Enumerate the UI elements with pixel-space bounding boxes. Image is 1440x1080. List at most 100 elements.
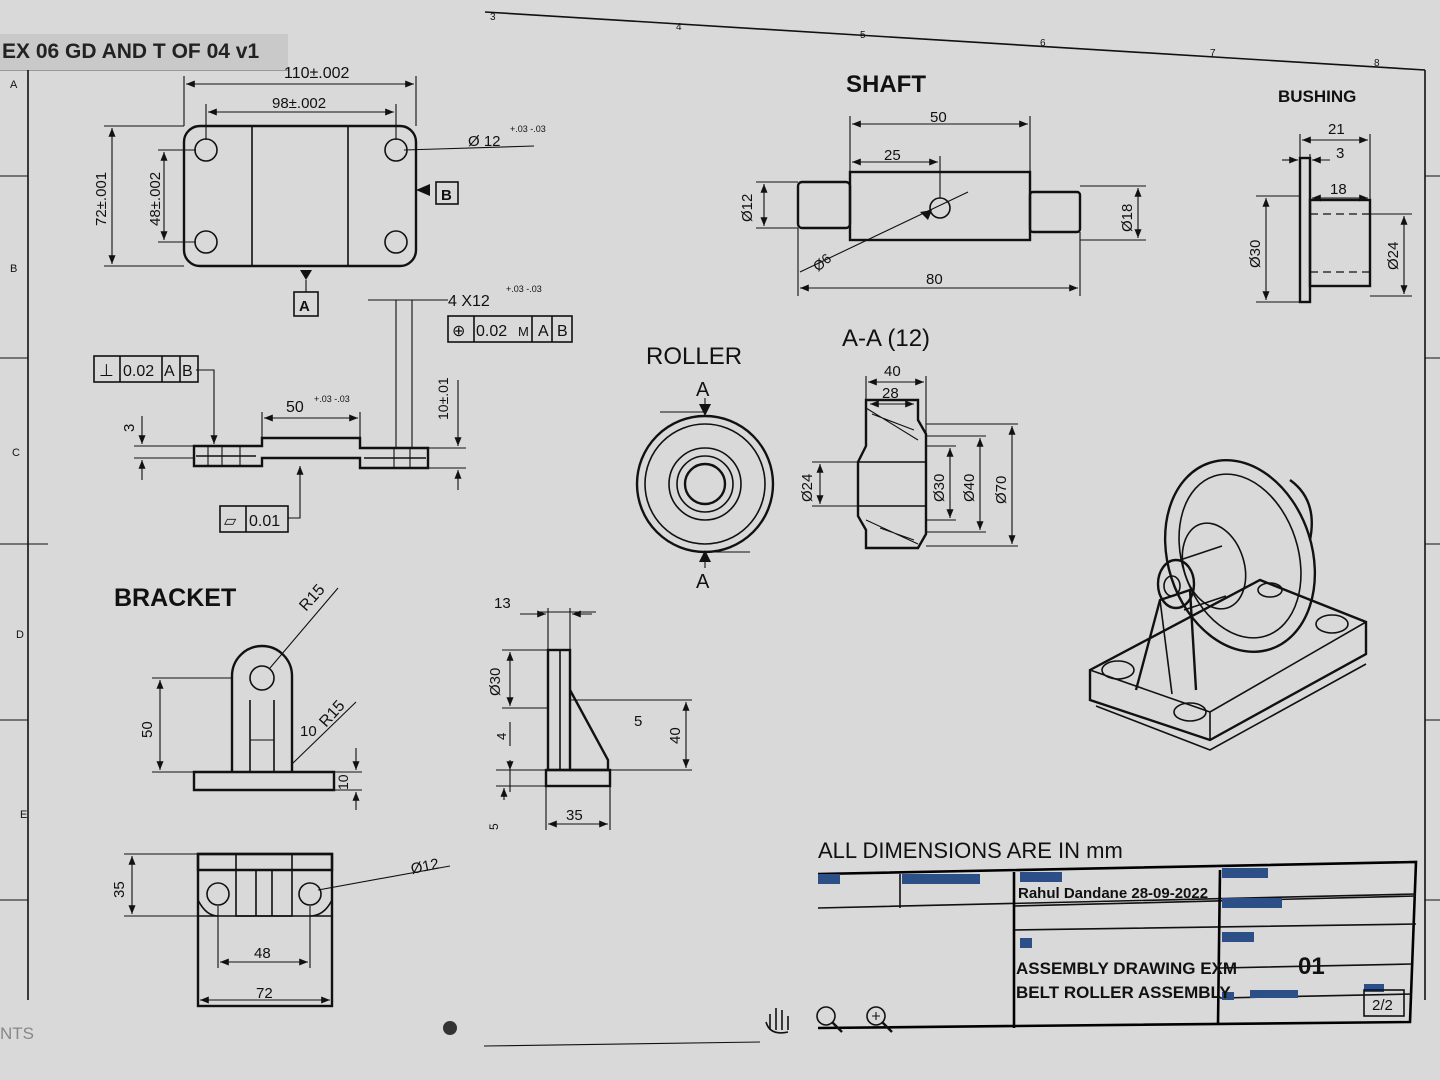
dim-bushing-3: 3 <box>1336 145 1344 162</box>
dim-side-length: 50 <box>286 399 304 416</box>
section-mark-a-bottom: A <box>696 571 710 593</box>
fcf-perp-datum-a: A <box>164 363 175 380</box>
bracket-top-view <box>124 852 451 1008</box>
dim-bushing-dia-24: Ø24 <box>1385 242 1402 270</box>
column-label-3: 3 <box>490 12 496 23</box>
dim-side-height: 10±.01 <box>435 377 451 420</box>
isometric-assembly-view <box>1088 458 1368 751</box>
column-label-5: 5 <box>860 30 866 41</box>
fcf-position-tolerance: 0.02 <box>476 323 507 340</box>
dim-section-28: 28 <box>882 385 899 402</box>
dim-holes-callout: 4 X12 <box>448 293 490 310</box>
dim-base-top-holes: 98±.002 <box>272 95 326 112</box>
dim-bushing-21: 21 <box>1328 121 1345 138</box>
hand-icon[interactable] <box>765 1008 789 1034</box>
units-note: ALL DIMENSIONS ARE IN mm <box>818 838 1123 863</box>
fcf-flatness-symbol: ▱ <box>224 513 237 530</box>
dim-base-hole-tol: +.03 -.03 <box>510 124 546 134</box>
drawing-tab-title[interactable]: EX 06 GD AND T OF 04 v1 <box>0 34 288 71</box>
sheet-border <box>0 11 1440 1000</box>
dim-shaft-dia-6: Ø6 <box>810 250 835 274</box>
view-title-section-aa: A-A (12) <box>842 325 930 352</box>
fcf-position-datum-b: B <box>557 323 568 340</box>
dim-bracket-side-13: 13 <box>494 595 511 612</box>
toolbar-divider <box>483 1041 761 1047</box>
shaft-view <box>756 116 1146 296</box>
title-block-sheet-number: 01 <box>1298 953 1325 980</box>
zoom-window-icon[interactable] <box>866 1006 893 1033</box>
dim-base-hole: Ø 12 <box>468 133 501 150</box>
fcf-position-symbol: ⊕ <box>452 323 465 340</box>
bracket-side-view <box>496 608 692 830</box>
dim-bracket-10-web: 10 <box>300 723 317 740</box>
fcf-perp-tolerance: 0.02 <box>123 363 154 380</box>
dim-bracket-10-base: 10 <box>335 774 351 790</box>
title-block-drawing-line1: ASSEMBLY DRAWING EXM <box>1016 959 1237 978</box>
zone-label-a: A <box>10 79 18 91</box>
zone-label-e: E <box>20 809 27 821</box>
zoom-icon[interactable] <box>816 1006 843 1033</box>
dim-bracket-side-5: 5 <box>634 713 642 730</box>
column-label-7: 7 <box>1210 48 1216 59</box>
bushing-view <box>1256 134 1412 304</box>
column-label-6: 6 <box>1040 38 1046 49</box>
title-block <box>817 860 1418 1030</box>
section-mark-a-top: A <box>696 379 710 401</box>
fcf-flatness-tolerance: 0.01 <box>249 513 280 530</box>
dim-bracket-r15-top: R15 <box>296 581 328 614</box>
column-label-8: 8 <box>1374 58 1380 69</box>
view-title-bracket: BRACKET <box>114 584 236 612</box>
bracket-front-view <box>152 587 362 810</box>
dim-bracket-35: 35 <box>111 881 128 898</box>
dim-bracket-side-35: 35 <box>566 807 583 824</box>
zone-label-b: B <box>10 263 17 275</box>
dim-bracket-side-4: 4 <box>494 733 509 740</box>
dim-bracket-50: 50 <box>139 721 156 738</box>
title-block-sheet-count: 2/2 <box>1372 997 1393 1014</box>
view-title-bushing: BUSHING <box>1278 87 1356 106</box>
fcf-perp-symbol: ⊥ <box>99 361 114 380</box>
dim-base-hole-pitch: 48±.002 <box>147 172 164 226</box>
title-block-drawing-line2: BELT ROLLER ASSEMBLY <box>1016 983 1231 1002</box>
dim-bushing-18: 18 <box>1330 181 1347 198</box>
dim-shaft-dia-12: Ø12 <box>739 194 756 222</box>
dim-bracket-48: 48 <box>254 945 271 962</box>
dim-bracket-dia-12: Ø12 <box>409 855 440 878</box>
dim-side-length-tol: +.03 -.03 <box>314 394 350 404</box>
roller-section-view <box>812 376 1018 550</box>
dim-holes-tol: +.03 -.03 <box>506 284 542 294</box>
title-block-author: Rahul Dandane 28-09-2022 <box>1018 885 1208 902</box>
view-title-shaft: SHAFT <box>846 71 926 98</box>
base-plate-top-view <box>104 76 535 317</box>
dim-shaft-50: 50 <box>930 109 947 126</box>
dim-base-height: 72±.001 <box>93 172 110 226</box>
fcf-position-datum-a: A <box>538 323 549 340</box>
dim-section-dia-70: Ø70 <box>993 476 1010 504</box>
dim-base-top-overall: 110±.002 <box>284 65 350 82</box>
dim-section-dia-40: Ø40 <box>961 474 978 502</box>
datum-a-label: A <box>299 298 310 315</box>
toolbar-left-label: NTS <box>0 1024 34 1043</box>
dim-bracket-side-40: 40 <box>667 727 684 744</box>
fcf-perp-datum-b: B <box>182 363 193 380</box>
zone-label-c: C <box>12 447 20 459</box>
dim-bracket-side-5b: 5 <box>487 823 501 830</box>
column-label-4: 4 <box>676 22 682 33</box>
dim-bracket-r15-bottom: R15 <box>316 697 348 730</box>
dim-section-dia-24: Ø24 <box>799 474 816 502</box>
view-title-roller: ROLLER <box>646 343 742 370</box>
datum-b-label: B <box>441 187 452 204</box>
fcf-position-modifier: M <box>518 324 529 339</box>
dim-bracket-72: 72 <box>256 985 273 1002</box>
navigation-icon[interactable] <box>443 1021 457 1035</box>
dim-shaft-80: 80 <box>926 271 943 288</box>
dim-shaft-dia-18: Ø18 <box>1119 204 1136 232</box>
roller-front-view <box>635 398 775 568</box>
dim-side-thickness: 3 <box>121 424 138 432</box>
dim-shaft-25: 25 <box>884 147 901 164</box>
zone-label-d: D <box>16 629 24 641</box>
dim-section-dia-30: Ø30 <box>931 474 948 502</box>
dim-section-40: 40 <box>884 363 901 380</box>
